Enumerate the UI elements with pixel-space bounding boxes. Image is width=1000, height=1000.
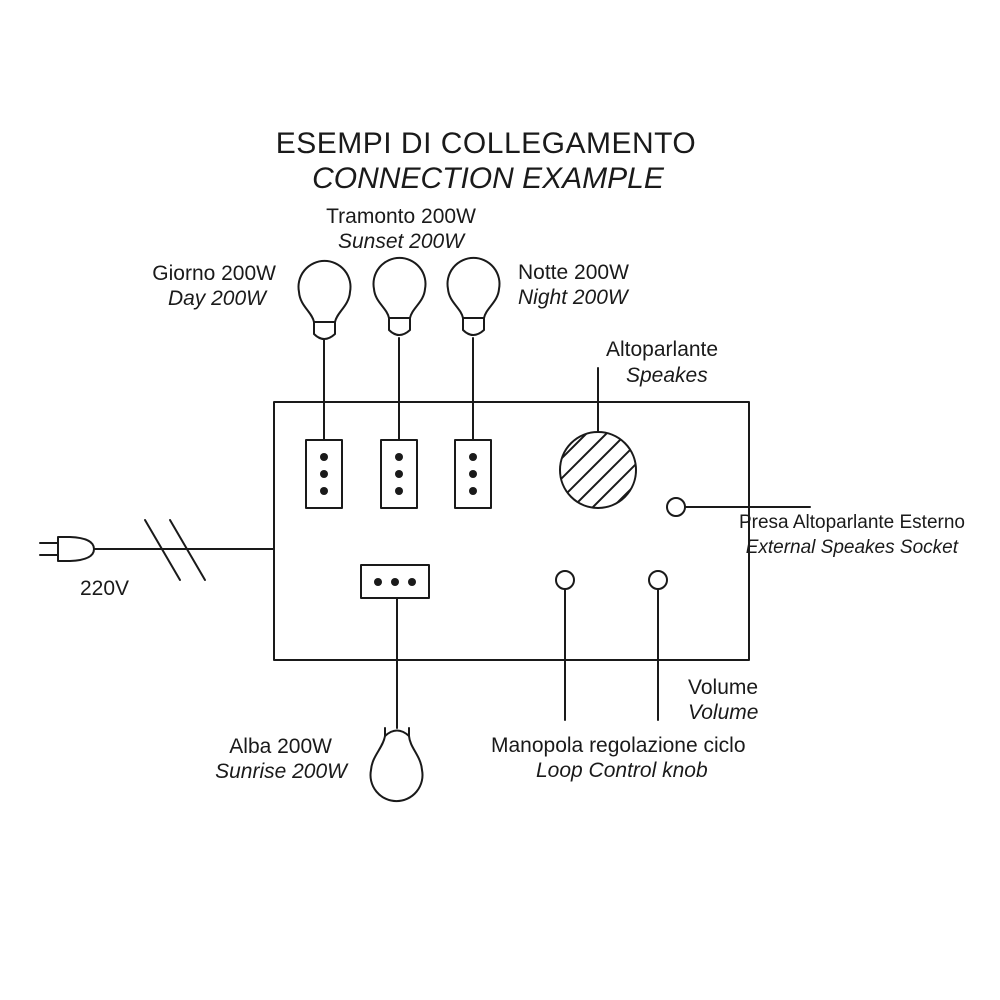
lamp-giorno-label-en: Day 200W bbox=[167, 287, 266, 310]
socket-alba bbox=[361, 565, 429, 598]
external-socket-label: Presa Altoparlante Esterno bbox=[738, 512, 965, 533]
lamp-tramonto-label-en: Sunset 200W bbox=[337, 230, 465, 253]
volume-knob-icon bbox=[649, 571, 667, 589]
lamp-giorno-label: Giorno 200W bbox=[152, 262, 276, 285]
power-cord bbox=[94, 520, 274, 580]
external-socket-label-en: External Speakes Socket bbox=[745, 537, 958, 558]
socket-pins bbox=[320, 453, 477, 586]
lamp-alba-icon bbox=[371, 728, 423, 801]
speaker-hatch bbox=[540, 400, 660, 530]
lamp-tramonto-label: Tramonto 200W bbox=[326, 205, 476, 228]
speaker-label-en: Speakes bbox=[626, 364, 708, 387]
socket-notte bbox=[455, 440, 491, 508]
lamp-alba-label: Alba 200W bbox=[229, 735, 332, 758]
lamp-notte-label-en: Night 200W bbox=[518, 286, 628, 309]
volume-label-en: Volume bbox=[688, 701, 759, 724]
socket-giorno bbox=[306, 440, 342, 508]
lamp-alba-label-en: Sunrise 200W bbox=[215, 760, 347, 783]
diagram-title: ESEMPI DI COLLEGAMENTO bbox=[275, 127, 697, 160]
plug-icon bbox=[40, 537, 94, 561]
volume-label: Volume bbox=[688, 676, 759, 699]
loop-control-knob-icon bbox=[556, 571, 574, 589]
speaker-icon bbox=[560, 432, 636, 508]
socket-tramonto bbox=[381, 440, 417, 508]
lamp-notte-label: Notte 200W bbox=[518, 261, 629, 284]
diagram-subtitle: CONNECTION EXAMPLE bbox=[312, 162, 664, 195]
lamp-giorno-icon bbox=[299, 261, 351, 339]
lamp-tramonto-icon bbox=[374, 258, 426, 335]
loop-knob-label: Manopola regolazione ciclo bbox=[491, 734, 746, 757]
control-box bbox=[274, 402, 749, 660]
power-voltage-label: 220V bbox=[80, 577, 130, 600]
speaker-label: Altoparlante bbox=[606, 338, 719, 361]
lamp-notte-icon bbox=[448, 258, 500, 335]
loop-knob-label-en: Loop Control knob bbox=[536, 759, 708, 782]
external-speaker-socket-icon bbox=[667, 498, 685, 516]
